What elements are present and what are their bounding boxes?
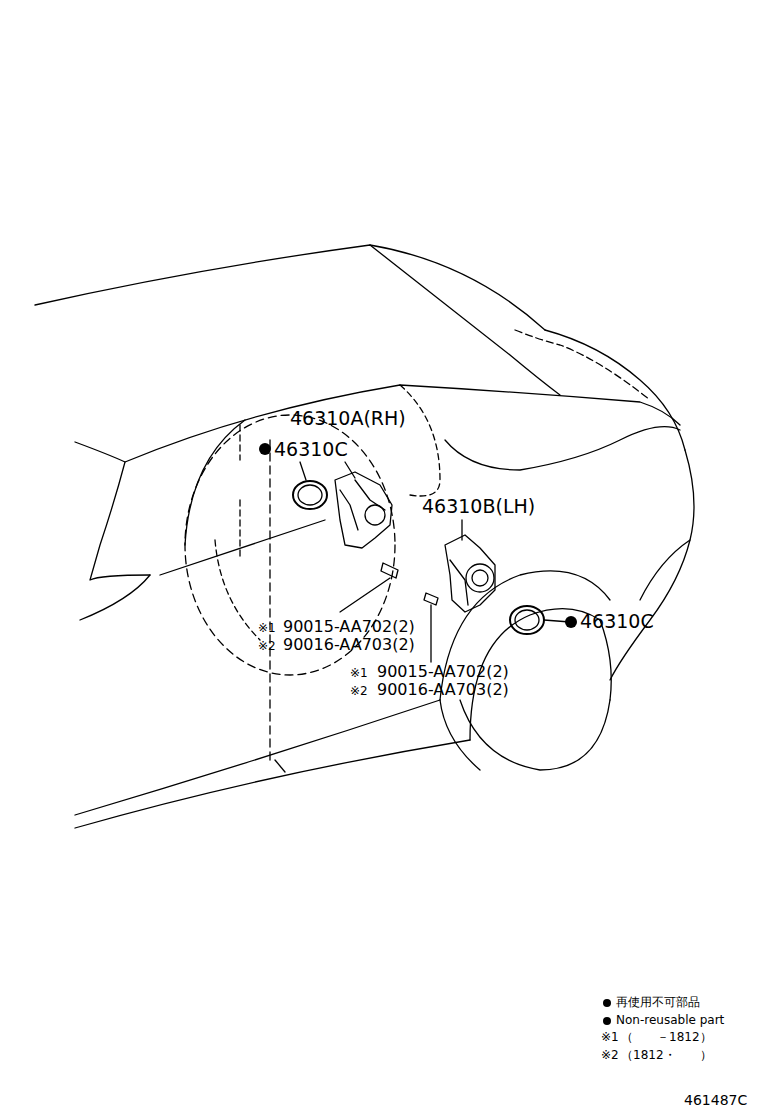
note-mark: ※1	[601, 1031, 619, 1043]
part-number: 46310C	[580, 612, 654, 631]
note-mark: ※2	[258, 640, 276, 652]
part-number: 90015-AA702(2)	[377, 664, 509, 680]
part-number: 46310C	[274, 440, 348, 459]
note-mark: ※2	[601, 1049, 619, 1061]
note-mark: ※1	[350, 667, 368, 679]
legend-text: Non-reusable part	[616, 1014, 724, 1026]
non-reusable-dot	[565, 616, 577, 628]
note-range: （1812・ ）	[621, 1049, 712, 1061]
part-number: 46310A(RH)	[290, 409, 406, 428]
diagram-id: 461487C	[684, 1093, 747, 1107]
legend-dot	[603, 999, 611, 1007]
part-number: 90015-AA702(2)	[283, 619, 415, 635]
note-mark: ※1	[258, 622, 276, 634]
part-number: 90016-AA703(2)	[377, 682, 509, 698]
legend-text: 再使用不可部品	[616, 996, 700, 1008]
non-reusable-dot	[259, 443, 271, 455]
part-number: 46310B(LH)	[422, 497, 535, 516]
note-range: （ －1812）	[621, 1031, 712, 1043]
note-mark: ※2	[350, 685, 368, 697]
legend-dot	[603, 1017, 611, 1025]
part-number: 90016-AA703(2)	[283, 637, 415, 653]
